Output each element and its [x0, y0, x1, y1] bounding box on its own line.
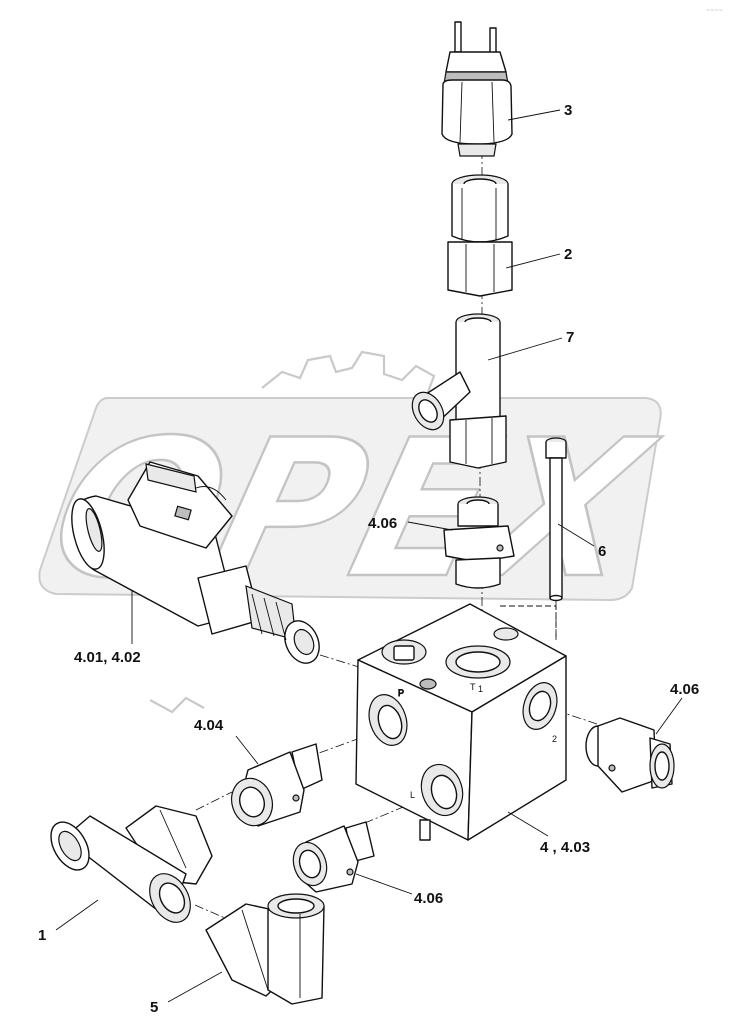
leader-406-lower [355, 873, 413, 895]
leader-2 [505, 253, 561, 269]
label-part-3: 3 [564, 102, 572, 119]
connector-404-part [230, 743, 323, 827]
reference-code: ~~~~ [706, 8, 723, 14]
label-part-406-top: 4.06 [368, 515, 397, 532]
leader-5 [167, 971, 223, 1003]
label-part-1: 1 [38, 927, 46, 944]
connector-lower-part [292, 821, 375, 893]
part-labels: 3 2 7 4.06 6 4.01, 4.02 4.06 4.04 4 , 4.… [38, 102, 699, 1016]
port-t-mark: T [470, 682, 476, 692]
gear-watermark-icon [149, 350, 441, 714]
label-part-6: 6 [598, 543, 606, 560]
label-part-401: 4.01, 4.02 [74, 649, 141, 666]
elbow-part [205, 893, 325, 1005]
leader-3 [507, 109, 561, 121]
tee-part-1 [50, 805, 213, 923]
leader-1 [55, 899, 99, 931]
valve-block-part: P T 1 2 L [355, 603, 567, 841]
label-part-404: 4.04 [194, 717, 224, 734]
leader-4 [507, 811, 549, 837]
leader-lines [55, 109, 683, 1003]
leader-406-right [655, 697, 683, 735]
mark-l: L [410, 790, 415, 800]
port-p-mark: P [398, 688, 404, 698]
label-part-4: 4 , 4.03 [540, 839, 590, 856]
adapter-part [447, 174, 513, 297]
port-2-mark: 2 [552, 734, 557, 744]
tee-fitting-part [411, 313, 507, 469]
label-part-7: 7 [566, 329, 574, 346]
leader-6 [557, 523, 595, 547]
connector-top-part [443, 496, 515, 589]
label-part-406-right: 4.06 [670, 681, 699, 698]
port-1-mark: 1 [478, 684, 483, 694]
leader-7 [487, 337, 563, 361]
label-part-406-lower: 4.06 [414, 890, 443, 907]
connector-right-part [585, 717, 675, 793]
label-part-2: 2 [564, 246, 572, 263]
solenoid-part [71, 461, 320, 664]
label-part-5: 5 [150, 999, 158, 1016]
leader-406-top [407, 521, 453, 531]
bolt-part [545, 437, 567, 602]
leader-404 [235, 735, 259, 765]
pressure-switch-part [441, 21, 513, 157]
